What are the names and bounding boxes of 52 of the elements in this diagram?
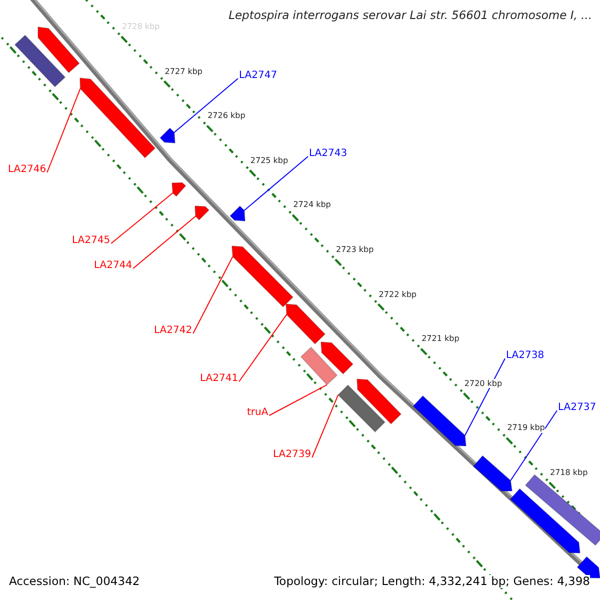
leader-line bbox=[192, 256, 234, 334]
gene-label: LA2742 bbox=[154, 325, 192, 336]
scale-tick-label: 2721 kbp bbox=[422, 334, 460, 344]
leader-line bbox=[132, 216, 196, 269]
gene-feature bbox=[159, 127, 176, 144]
gene-feature bbox=[79, 77, 156, 158]
gene-feature bbox=[472, 455, 513, 492]
gene-label: LA2744 bbox=[94, 260, 132, 272]
leader-line bbox=[244, 156, 308, 211]
leader-line bbox=[110, 192, 174, 244]
map-title: Leptospira interrogans serovar Lai str. 56601 chromosome I, ... bbox=[228, 9, 592, 22]
gene-feature bbox=[356, 378, 402, 425]
gene-feature bbox=[38, 26, 80, 74]
leader-line bbox=[510, 410, 558, 481]
gene-label: LA2747 bbox=[239, 70, 278, 82]
summary-text: Topology: circular; Length: 4,332,241 bp; Genes: 4,398 bbox=[274, 575, 590, 588]
leader-line bbox=[464, 358, 506, 436]
gene-feature bbox=[231, 245, 294, 308]
accession-text: Accession: NC_004342 bbox=[9, 575, 140, 588]
gene-bar bbox=[337, 384, 386, 433]
leader-line bbox=[312, 394, 339, 458]
gene-feature bbox=[510, 488, 581, 554]
gene-bar bbox=[300, 346, 338, 386]
gene-label: LA2738 bbox=[506, 350, 544, 362]
gene-feature bbox=[194, 205, 210, 221]
scale-tick-label: 2718 kbp bbox=[550, 468, 588, 478]
leader-line bbox=[46, 88, 81, 173]
gene-feature bbox=[285, 303, 326, 345]
leader-line bbox=[238, 314, 288, 382]
gene-bar bbox=[14, 34, 66, 88]
gene-feature bbox=[320, 341, 354, 375]
gene-label: LA2741 bbox=[200, 373, 238, 384]
gene-feature bbox=[171, 182, 186, 197]
scale-tick-label: 2719 kbp bbox=[507, 423, 545, 433]
scale-tick-label: 2724 kbp bbox=[293, 200, 331, 210]
gene-label: LA2739 bbox=[273, 449, 312, 460]
scale-tick-label: 2723 kbp bbox=[336, 245, 374, 254]
scale-tick-label: 2720 kbp bbox=[464, 378, 502, 388]
gene-feature bbox=[229, 205, 246, 222]
gene-label: truA bbox=[247, 407, 268, 418]
scale-tick-label: 2722 kbp bbox=[378, 290, 416, 299]
scale-tick-label: 2727 kbp bbox=[164, 66, 202, 76]
scale-tick-label: 2725 kbp bbox=[250, 156, 288, 165]
gene-feature bbox=[412, 395, 467, 447]
gene-feature bbox=[576, 556, 600, 578]
leader-line bbox=[268, 384, 328, 416]
leader-line bbox=[174, 78, 238, 133]
gene-label: LA2737 bbox=[558, 402, 596, 414]
gene-label: LA2745 bbox=[72, 235, 110, 246]
gene-label: LA2743 bbox=[309, 148, 348, 160]
gene-label: LA2746 bbox=[8, 164, 46, 176]
scale-tick-label: 2726 kbp bbox=[208, 111, 246, 120]
